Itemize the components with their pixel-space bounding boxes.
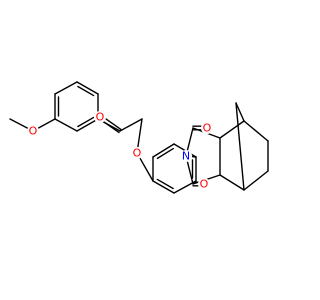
bond-rA-rB: [152, 180, 175, 194]
atom-o-imide-bottom-label: O: [200, 178, 209, 191]
atom-o-methoxy: O: [27, 125, 39, 138]
atom-o-imide-top-label: O: [203, 122, 212, 135]
atom-n-imide: N: [180, 150, 192, 163]
bond-k1-k3: [243, 120, 269, 142]
bond-ck-ok-b: [103, 121, 120, 134]
bond-rE-rF-inner: [156, 147, 174, 160]
bond-j2-k2: [219, 174, 245, 191]
bond-k2-br: [235, 102, 245, 191]
atom-o-ether-label: O: [133, 147, 142, 160]
bond-j1-k1: [219, 120, 245, 139]
atom-o-ketone-label: O: [96, 111, 105, 124]
atom-n-imide-label: N: [182, 150, 190, 163]
bond-k2-k4: [243, 170, 269, 191]
bond-ch2-oe: [137, 118, 143, 148]
bond-a5-a6: [76, 118, 99, 132]
bond-a2-a3: [54, 81, 78, 95]
bond-rA-rB-inner: [156, 178, 174, 190]
atom-o-ether: O: [131, 147, 143, 160]
bond-a3-a4-inner: [77, 85, 95, 97]
bond-a6-a1: [54, 118, 78, 132]
bond-oe-rA: [139, 157, 154, 182]
bond-me-om: [9, 118, 29, 129]
bond-k1-br: [235, 102, 245, 122]
bond-ck-ok-a: [105, 118, 122, 131]
molecule-structure: O O O O O N: [9, 81, 269, 194]
atom-labels: O O O O O N: [27, 111, 213, 191]
bond-om-a1: [37, 118, 56, 129]
bond-n-c1: [186, 127, 194, 151]
bond-ck-ch2: [119, 118, 143, 132]
atom-o-ketone: O: [94, 111, 106, 124]
bonds: [9, 81, 269, 194]
bond-a3-a4: [76, 81, 99, 95]
atom-o-imide-top: O: [201, 122, 213, 135]
atom-o-imide-bottom: O: [198, 178, 210, 191]
bond-rE-rF: [152, 143, 175, 158]
atom-o-methoxy-label: O: [29, 125, 38, 138]
bond-a5-a6-inner: [77, 116, 95, 128]
bond-n-c2: [186, 161, 194, 185]
